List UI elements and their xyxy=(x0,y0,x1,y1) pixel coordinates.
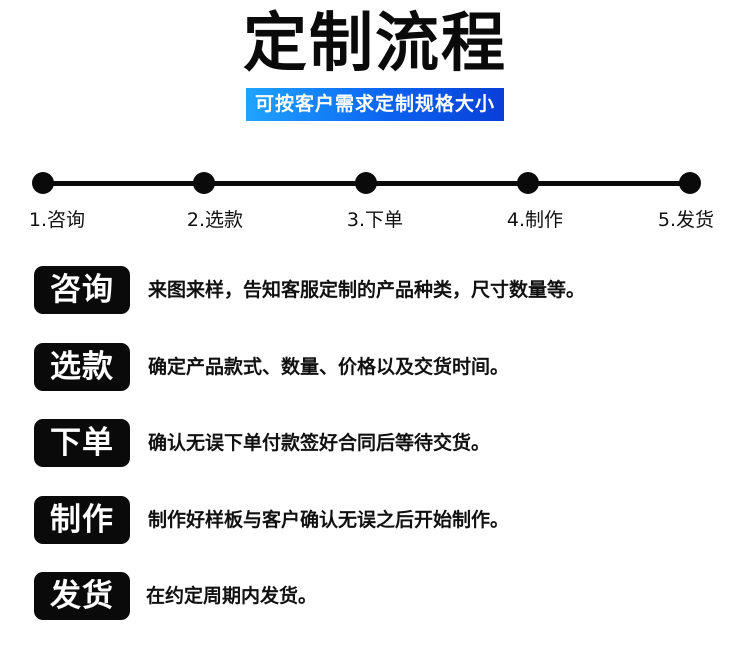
process-desc-select: 确定产品款式、数量、价格以及交货时间。 xyxy=(148,356,510,378)
process-badge-order: 下单 xyxy=(34,419,130,467)
timeline-step-label-4: 4.制作 xyxy=(506,209,564,231)
process-badge-consult: 咨询 xyxy=(34,266,130,314)
process-desc-order: 确认无误下单付款签好合同后等待交货。 xyxy=(148,432,491,454)
process-badge-select: 选款 xyxy=(34,343,130,391)
timeline-dot-3 xyxy=(355,172,377,194)
timeline-step-label-2: 2.选款 xyxy=(186,209,244,231)
process-desc-produce: 制作好样板与客户确认无误之后开始制作。 xyxy=(148,509,510,531)
timeline-dot-2 xyxy=(193,172,215,194)
timeline-step-label-1: 1.咨询 xyxy=(28,209,86,231)
timeline-step-label-3: 3.下单 xyxy=(346,209,404,231)
process-desc-consult: 来图来样，告知客服定制的产品种类，尺寸数量等。 xyxy=(148,279,586,301)
page-title: 定制流程 xyxy=(243,7,507,81)
timeline-dot-1 xyxy=(32,172,54,194)
timeline-step-label-5: 5.发货 xyxy=(657,209,715,231)
process-desc-ship: 在约定周期内发货。 xyxy=(146,585,318,607)
process-badge-produce: 制作 xyxy=(34,496,130,544)
timeline-dot-5 xyxy=(679,172,701,194)
process-badge-ship: 发货 xyxy=(34,572,130,620)
subtitle-banner: 可按客户需求定制规格大小 xyxy=(246,88,504,121)
timeline-dot-4 xyxy=(517,172,539,194)
